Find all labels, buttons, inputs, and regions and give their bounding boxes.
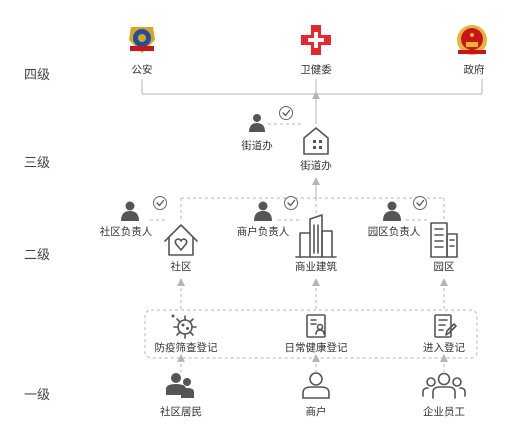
health-label: 卫健委: [300, 64, 332, 76]
check-icon-street: [279, 106, 293, 120]
community-house-heart-icon: [164, 224, 198, 256]
check-icon-park: [413, 196, 427, 210]
merchants-label: 商户: [305, 406, 327, 418]
merchant-person-outline-icon: [302, 372, 330, 399]
community-head-label: 社区负责人: [99, 226, 153, 238]
entry-form-edit-icon: [434, 314, 457, 338]
government-emblem-icon: [457, 25, 487, 55]
arrow-up-to-level4: [312, 91, 320, 99]
commercial-label: 商业建筑: [295, 261, 337, 273]
residents-group-icon: [166, 373, 194, 398]
check-icon-merchant: [284, 196, 298, 210]
arrow-up-employees: [440, 354, 448, 362]
level4-label: 四级: [24, 68, 51, 83]
park-label: 园区: [433, 261, 455, 273]
police-emblem-icon: [129, 27, 155, 53]
commercial-building-icon: [295, 214, 337, 258]
merchant-head-person-icon: [254, 201, 272, 221]
arrow-up-residents: [177, 354, 185, 362]
actions-box: [144, 309, 478, 359]
level1-label: 一级: [24, 388, 51, 403]
entry-register-label: 进入登记: [423, 342, 465, 354]
residents-label: 社区居民: [160, 406, 202, 418]
park-head-person-icon: [383, 201, 401, 221]
employees-label: 企业员工: [423, 406, 465, 418]
arrow-up-commercial: [312, 278, 320, 286]
street-person-icon: [249, 114, 265, 132]
community-head-person-icon: [121, 201, 139, 221]
park-building-icon: [430, 222, 458, 258]
street-office-person-label: 街道办: [241, 140, 273, 152]
street-office-label: 街道办: [300, 160, 332, 172]
merchant-head-label: 商户负责人: [236, 226, 290, 238]
daily-health-register-label: 日常健康登记: [284, 342, 348, 354]
level2-label: 二级: [24, 248, 51, 263]
level3-label: 三级: [24, 156, 51, 171]
arrow-up-merchants: [312, 354, 320, 362]
government-label: 政府: [463, 64, 485, 76]
health-cross-icon: [301, 25, 331, 55]
health-id-card-icon: [306, 314, 326, 338]
arrow-up-community: [177, 278, 185, 286]
community-label: 社区: [170, 261, 192, 273]
park-head-label: 园区负责人: [367, 226, 421, 238]
street-office-building-icon: [303, 127, 329, 155]
check-icon-community: [153, 196, 167, 210]
arrow-up-park: [440, 278, 448, 286]
arrow-up-to-level3: [312, 177, 320, 185]
police-label: 公安: [131, 64, 153, 76]
virus-icon: [171, 314, 197, 339]
employees-group-outline-icon: [422, 372, 466, 399]
epidemic-register-label: 防疫筛查登记: [154, 342, 218, 354]
